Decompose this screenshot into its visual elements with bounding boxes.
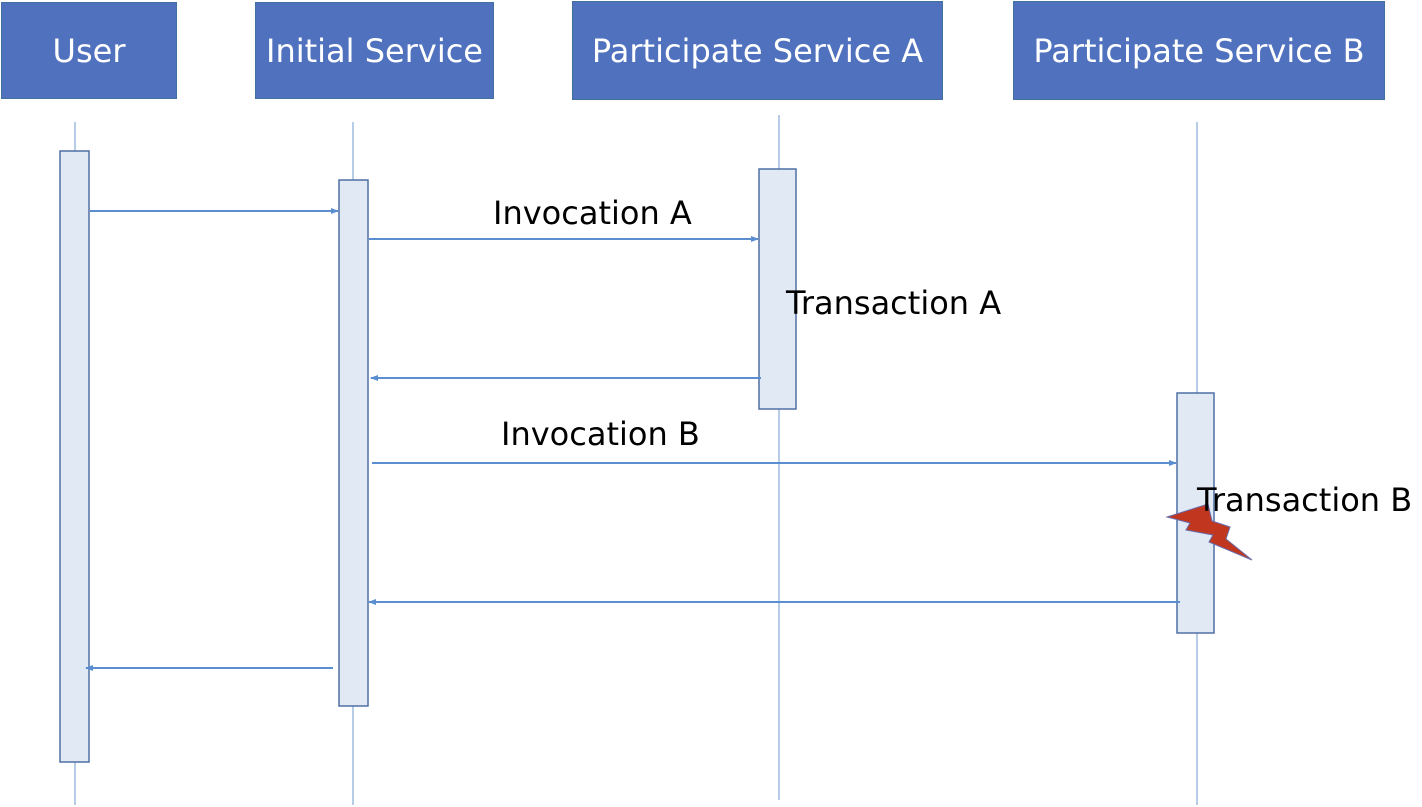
participant-initial-service: Initial Service [255, 2, 494, 99]
activation-initial-service [338, 179, 369, 707]
activation-user [59, 150, 90, 763]
participant-service-a: Participate Service A [572, 1, 943, 100]
participant-service-b: Participate Service B [1013, 1, 1385, 100]
invocation-a-label: Invocation A [493, 194, 692, 232]
transaction-b-label: Transaction B [1197, 481, 1413, 519]
transaction-a-label: Transaction A [786, 284, 1002, 322]
lightning-bolt-icon [1165, 503, 1253, 561]
participant-user: User [1, 2, 177, 99]
invocation-b-label: Invocation B [501, 415, 700, 453]
activation-service-a [758, 168, 797, 410]
